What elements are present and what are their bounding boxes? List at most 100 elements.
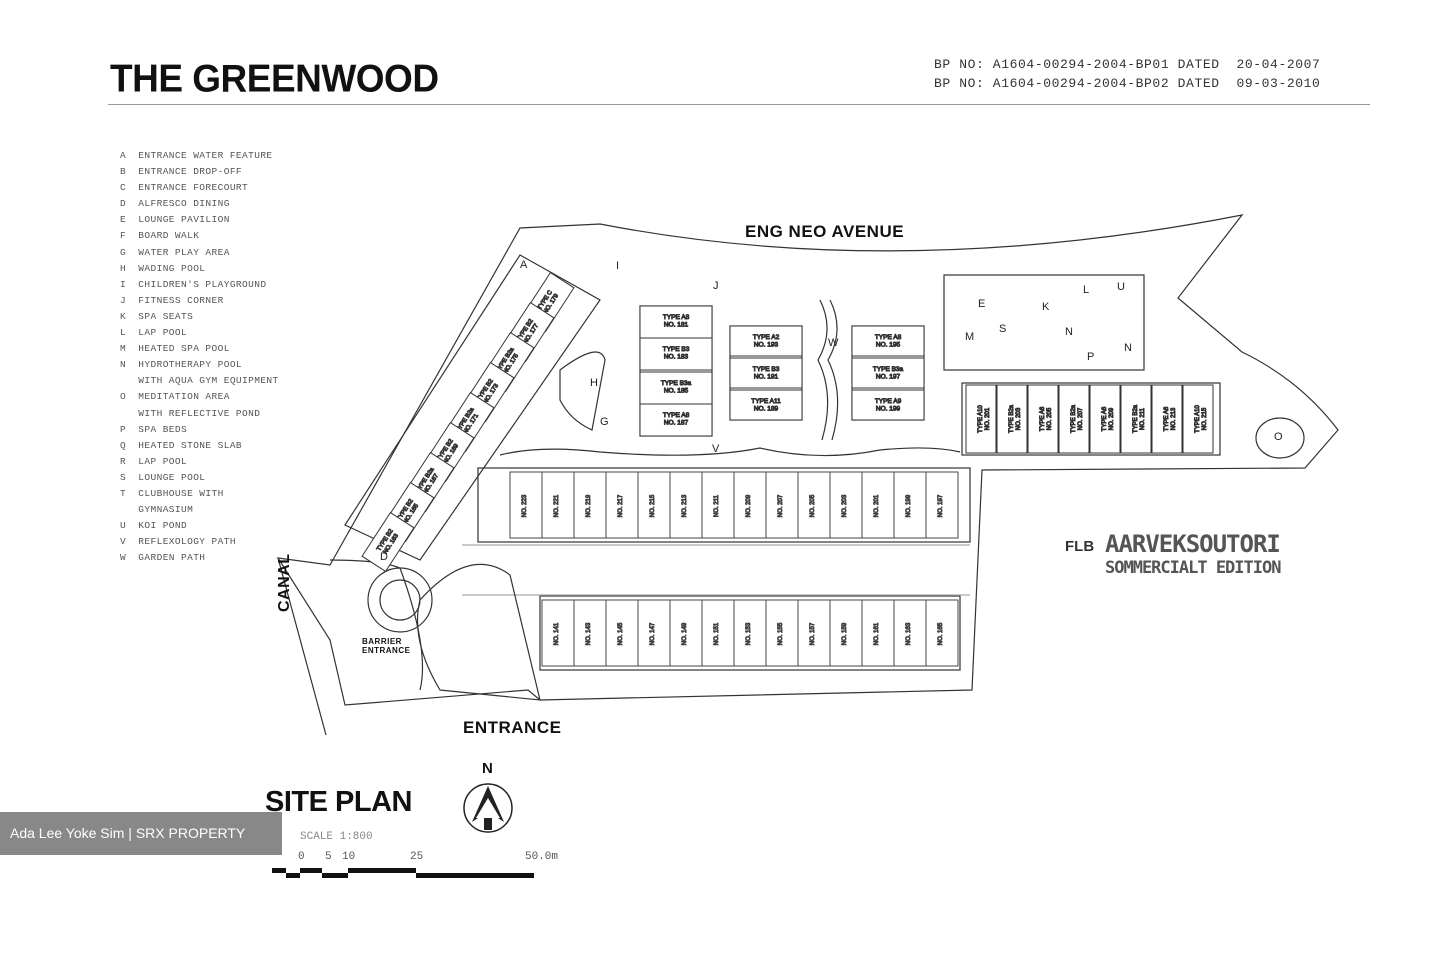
east-block: TYPE A10NO. 215 xyxy=(1182,384,1214,454)
terrace-unit: NO. 143 xyxy=(573,599,607,667)
zone-label: J xyxy=(713,280,719,292)
site-boundary xyxy=(276,214,1339,706)
zone-label: K xyxy=(1042,301,1050,313)
unit-label: NO. 203 xyxy=(842,494,848,517)
unit-label: NO. 221 xyxy=(554,494,560,517)
diagonal-block: TYPE B2NO. 163 xyxy=(361,511,415,573)
block-label: TYPE A10NO. 201 xyxy=(978,404,991,432)
unit-label: NO. 215 xyxy=(650,494,656,517)
zone-label: P xyxy=(1087,351,1094,363)
terrace-unit: NO. 203 xyxy=(829,471,863,539)
legend-item: A ENTRANCE WATER FEATURE xyxy=(120,150,273,161)
arrival-plaza xyxy=(416,563,541,701)
east-block: TYPE A6NO. 209 xyxy=(1089,384,1121,454)
terrace-unit: NO. 207 xyxy=(765,471,799,539)
road-label-eng-neo-avenue: ENG NEO AVENUE xyxy=(745,222,905,241)
scale-tick: 0 xyxy=(298,851,305,863)
east-block: TYPE A6NO. 205 xyxy=(1027,384,1059,454)
legend-item: H WADING POOL xyxy=(120,262,206,274)
legend: A ENTRANCE WATER FEATURE B ENTRANCE DROP… xyxy=(120,148,279,566)
terrace-unit: NO. 197 xyxy=(925,471,959,539)
legend-item: WITH AQUA GYM EQUIPMENT xyxy=(120,375,279,387)
unit-label: NO. 153 xyxy=(746,622,752,645)
zone-label: O xyxy=(1274,431,1283,443)
block-label: TYPE B2aNO. 203 xyxy=(1009,404,1022,433)
legend-item: GYMNASIUM xyxy=(120,504,194,516)
terrace-unit: NO. 219 xyxy=(573,471,607,539)
legend-item: U KOI POND xyxy=(120,520,188,532)
terrace-unit: NO. 223 xyxy=(509,471,543,539)
terrace-unit: NO. 211 xyxy=(701,471,735,539)
zone-label: M xyxy=(965,331,974,343)
zone-label: A xyxy=(520,259,528,271)
unit-label: NO. 213 xyxy=(682,494,688,517)
legend-item: E LOUNGE PAVILION xyxy=(120,214,230,226)
legend-item: D ALFRESCO DINING xyxy=(120,198,230,210)
terrace-unit: NO. 145 xyxy=(605,599,639,667)
zone-label: H xyxy=(590,377,598,389)
zone-label: G xyxy=(600,416,609,428)
unit-label: NO. 201 xyxy=(874,494,880,517)
unit-label: NO. 155 xyxy=(778,622,784,645)
legend-item: L LAP POOL xyxy=(120,327,188,339)
unit-label: NO. 149 xyxy=(682,622,688,645)
legend-item: T CLUBHOUSE WITH xyxy=(120,487,224,499)
garden-path xyxy=(817,299,829,441)
zone-label: V xyxy=(712,443,720,455)
legend-item: C ENTRANCE FORECOURT xyxy=(120,182,249,194)
terrace-unit: NO. 209 xyxy=(733,471,767,539)
unit-label: NO. 159 xyxy=(842,622,848,645)
zone-label: S xyxy=(999,323,1006,335)
east-block: TYPE B2aNO. 203 xyxy=(996,384,1028,454)
block-label: TYPE A6NO. 205 xyxy=(1040,406,1053,431)
bp-number-2: BP NO: A1604-00294-2004-BP02 DATED 09-03… xyxy=(934,76,1321,91)
east-block: TYPE B2aNO. 207 xyxy=(1058,384,1090,454)
terrace-unit: NO. 149 xyxy=(669,599,703,667)
barrier-entrance-label: BARRIER ENTRANCE xyxy=(362,637,411,655)
terrace-unit: NO. 153 xyxy=(733,599,767,667)
unit-label: NO. 223 xyxy=(522,494,528,517)
diagonal-block: TYPE B2aNO. 167 xyxy=(401,451,455,513)
curved-path xyxy=(329,559,424,691)
watermark: Ada Lee Yoke Sim | SRX PROPERTY xyxy=(0,812,282,855)
terrace-zone-upper xyxy=(477,467,971,543)
legend-item: P SPA BEDS xyxy=(120,423,188,435)
block-label: TYPE B2aNO. 207 xyxy=(1071,404,1084,433)
scale-tick: 10 xyxy=(342,851,356,863)
legend-item: I CHILDREN'S PLAYGROUND xyxy=(120,278,267,290)
north-label: N xyxy=(482,760,493,777)
north-arrow-icon xyxy=(463,783,513,833)
wading-pool xyxy=(559,351,606,431)
zone-label: W xyxy=(828,337,839,349)
terrace-unit: NO. 221 xyxy=(541,471,575,539)
unit-label: NO. 209 xyxy=(746,494,752,517)
terrace-zone-lower xyxy=(539,595,961,671)
terrace-unit: NO. 215 xyxy=(637,471,671,539)
unit-label: NO. 147 xyxy=(650,622,656,645)
unit-label: NO. 151 xyxy=(714,622,720,645)
diagonal-block-outline xyxy=(344,254,601,561)
terrace-unit: NO. 201 xyxy=(861,471,895,539)
legend-item: R LAP POOL xyxy=(120,455,188,467)
terrace-unit: NO. 217 xyxy=(605,471,639,539)
block-label: TYPE A6NO. 213 xyxy=(1164,406,1177,431)
terrace-unit: NO. 159 xyxy=(829,599,863,667)
unit-label: NO. 165 xyxy=(938,622,944,645)
east-block: TYPE A10NO. 201 xyxy=(965,384,997,454)
east-block: TYPE A6NO. 213 xyxy=(1151,384,1183,454)
scale-label: SCALE 1:800 xyxy=(300,831,373,843)
zone-label: N xyxy=(1124,342,1132,354)
unit-label: NO. 197 xyxy=(938,494,944,517)
header-divider xyxy=(108,104,1370,105)
scale-tick: 5 xyxy=(325,851,332,863)
legend-item: G WATER PLAY AREA xyxy=(120,246,230,258)
